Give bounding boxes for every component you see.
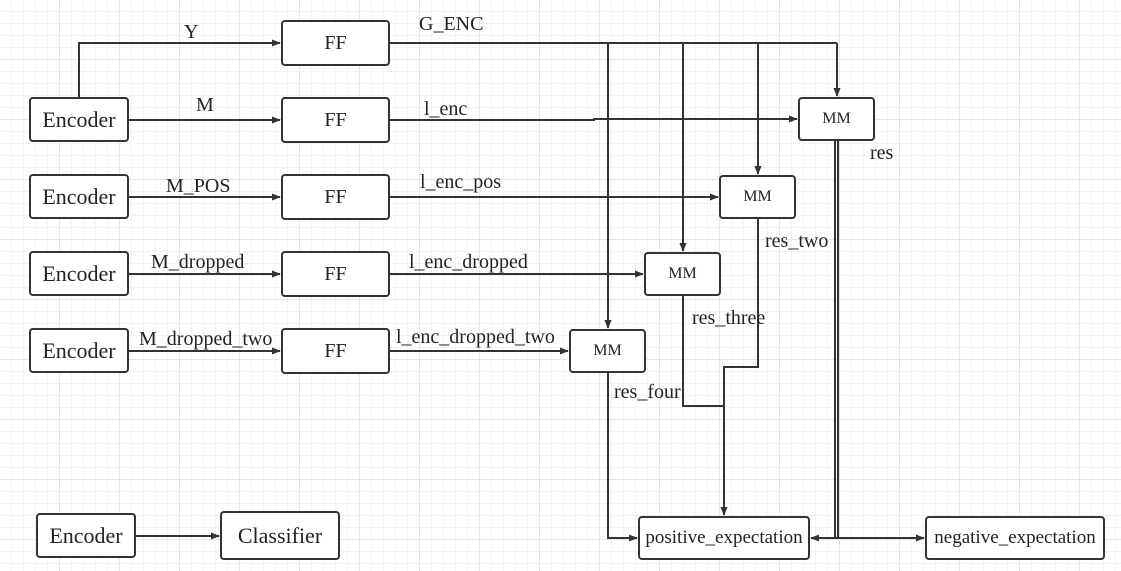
edge-label-m-pos: M_POS bbox=[166, 175, 231, 197]
classifier-encoder-node[interactable]: Encoder bbox=[36, 513, 136, 558]
edge-label-m-dropped: M_dropped bbox=[151, 251, 245, 273]
edge-res-positive bbox=[810, 140, 839, 542]
mm-node-res-three[interactable]: MM bbox=[644, 252, 721, 296]
classifier-node[interactable]: Classifier bbox=[220, 511, 340, 560]
edge-label-l-enc: l_enc bbox=[424, 98, 468, 120]
edge-label-res-two: res_two bbox=[765, 230, 829, 252]
encoder-node-3-label: Encoder bbox=[42, 260, 116, 286]
encoder-node-2[interactable]: Encoder bbox=[29, 174, 129, 219]
edge-label-m: M bbox=[196, 94, 214, 116]
ff-node-m-pos-label: FF bbox=[324, 185, 347, 208]
ff-node-m-dropped[interactable]: FF bbox=[281, 251, 390, 297]
edge-label-res-three: res_three bbox=[692, 307, 766, 329]
negative-expectation-label: negative_expectation bbox=[934, 527, 1096, 548]
positive-expectation-label: positive_expectation bbox=[645, 527, 803, 548]
ff-node-m-label: FF bbox=[324, 108, 347, 131]
encoder-node-4-label: Encoder bbox=[42, 337, 116, 363]
encoder-node-1[interactable]: Encoder bbox=[29, 97, 129, 142]
ff-node-m-pos[interactable]: FF bbox=[281, 174, 390, 220]
edge-label-m-dropped-two: M_dropped_two bbox=[139, 328, 273, 350]
negative-expectation-node[interactable]: negative_expectation bbox=[925, 516, 1105, 560]
ff-node-y-label: FF bbox=[324, 31, 347, 54]
mm-node-res-four-label: MM bbox=[593, 342, 622, 359]
encoder-node-4[interactable]: Encoder bbox=[29, 328, 129, 373]
mm-node-res-label: MM bbox=[822, 110, 851, 127]
edge-label-y: Y bbox=[184, 21, 199, 43]
ff-node-m-dropped-two[interactable]: FF bbox=[281, 328, 390, 374]
ff-node-y[interactable]: FF bbox=[281, 20, 390, 66]
mm-node-res[interactable]: MM bbox=[798, 97, 875, 141]
ff-node-m-dropped-two-label: FF bbox=[324, 339, 347, 362]
encoder-node-2-label: Encoder bbox=[42, 183, 116, 209]
edge-res-two bbox=[720, 218, 759, 516]
edge-y bbox=[78, 39, 281, 98]
classifier-label: Classifier bbox=[237, 522, 323, 548]
mm-node-res-four[interactable]: MM bbox=[569, 329, 646, 373]
mm-node-res-two[interactable]: MM bbox=[719, 175, 796, 219]
mm-node-res-three-label: MM bbox=[668, 265, 697, 282]
mm-node-res-two-label: MM bbox=[743, 188, 772, 205]
ff-node-m-dropped-label: FF bbox=[324, 262, 347, 285]
edge-l-enc bbox=[389, 115, 798, 123]
edge-label-l-enc-pos: l_enc_pos bbox=[420, 171, 502, 193]
edge-label-res-four: res_four bbox=[614, 381, 681, 403]
positive-expectation-node[interactable]: positive_expectation bbox=[638, 516, 810, 560]
edge-res-four bbox=[607, 372, 638, 542]
edge-res-three bbox=[682, 295, 724, 407]
ff-node-m[interactable]: FF bbox=[281, 97, 390, 143]
encoder-node-1-label: Encoder bbox=[42, 106, 116, 132]
encoder-node-3[interactable]: Encoder bbox=[29, 251, 129, 296]
edge-label-res: res bbox=[870, 142, 894, 164]
edge-label-g-enc: G_ENC bbox=[419, 13, 484, 35]
edge-res-negative bbox=[834, 140, 925, 542]
classifier-encoder-label: Encoder bbox=[49, 522, 123, 548]
edge-label-l-enc-dropped-two: l_enc_dropped_two bbox=[396, 326, 555, 348]
edge-label-l-enc-dropped: l_enc_dropped bbox=[409, 251, 528, 273]
